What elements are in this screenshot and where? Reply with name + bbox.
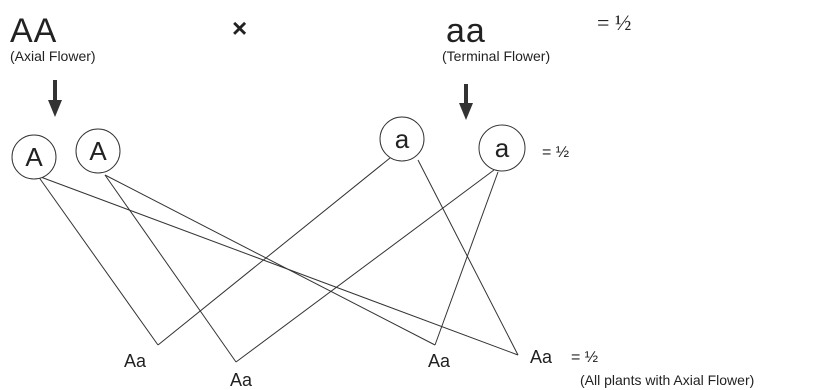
parent-ratio: = ½ — [597, 10, 631, 35]
offspring-genotype-3: Aa — [428, 351, 451, 371]
gamete-left-1-label: A — [25, 142, 43, 172]
parent-left-genotype: AA — [10, 12, 57, 50]
offspring-genotype-1: Aa — [124, 351, 147, 371]
parent-right-phenotype: (Terminal Flower) — [442, 48, 550, 64]
parent-right-genotype: aa — [446, 12, 486, 50]
line-a2-to-offspring-2 — [235, 169, 495, 363]
gamete-left-1: A — [11, 134, 57, 180]
arrow-down-left-icon — [48, 80, 62, 117]
line-A2-to-offspring-3 — [104, 174, 436, 346]
offspring-note: (All plants with Axial Flower) — [580, 372, 754, 388]
arrow-down-right-icon — [459, 84, 473, 120]
line-a2-to-offspring-3 — [434, 171, 499, 346]
offspring-genotype-2: Aa — [230, 370, 253, 390]
line-a1-to-offspring-4 — [417, 159, 519, 356]
gamete-left-2-label: A — [89, 136, 107, 166]
gamete-right-2-label: a — [495, 133, 510, 163]
line-A2-to-offspring-2 — [104, 174, 237, 363]
cross-lines — [37, 157, 519, 363]
line-A1-to-offspring-1 — [37, 175, 159, 346]
line-A1-to-offspring-4 — [37, 175, 519, 356]
parent-left-phenotype: (Axial Flower) — [10, 48, 96, 64]
gamete-ratio: = ½ — [542, 144, 569, 161]
cross-symbol: × — [232, 13, 247, 43]
offspring-genotype-4: Aa — [530, 347, 553, 367]
gamete-right-1: a — [379, 116, 425, 162]
line-a1-to-offspring-1 — [157, 157, 391, 346]
gamete-right-2: a — [478, 124, 526, 172]
gamete-left-2: A — [75, 128, 121, 174]
offspring-ratio: = ½ — [571, 349, 598, 366]
gamete-right-1-label: a — [395, 124, 410, 154]
